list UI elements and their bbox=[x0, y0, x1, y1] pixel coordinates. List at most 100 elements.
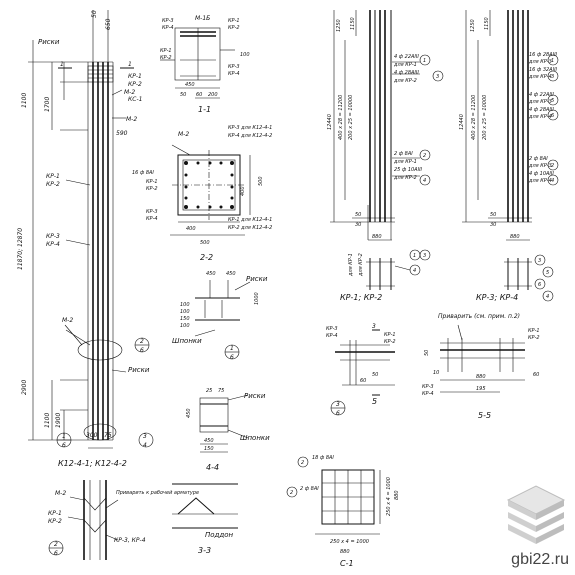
fk12-rebar-4f28: 4 ф 28АIII bbox=[394, 70, 419, 76]
s1-marker-2b: 2 bbox=[290, 490, 293, 496]
section-3-3: Поддон 3-3 bbox=[172, 483, 238, 555]
fk34-dim-50: 50 bbox=[490, 212, 496, 218]
frame-s1: 2 2 18 ф 8АI 2 ф 8АI 250 х 4 = 1000 880 … bbox=[286, 455, 400, 568]
fk12-mid-for-kr2: для КР-2 bbox=[393, 175, 417, 181]
marker-1-6-bottom: 6 bbox=[62, 442, 66, 449]
fk34-for-kr4: для КР-4 bbox=[528, 74, 552, 80]
s44-dim-75: 75 bbox=[218, 388, 224, 394]
s55-label-kr2: КР-2 bbox=[384, 339, 396, 345]
dlb-marker-2: 2 bbox=[54, 541, 58, 548]
fk34-marker-5b: 5 bbox=[546, 270, 549, 276]
fk12-for-kr1: для КР-1 bbox=[393, 62, 417, 68]
fk34-mid-for-kr4: для КР-4 bbox=[528, 114, 552, 120]
s44-dim-450-b: 450 bbox=[204, 438, 214, 444]
s1-label-2f8: 2 ф 8АI bbox=[300, 486, 319, 492]
fk34-marker-5: 5 bbox=[551, 98, 554, 104]
s1-title: С-1 bbox=[340, 559, 354, 568]
s44-dim-150: 150 bbox=[204, 446, 214, 452]
fk12-rebar-4f22: 4 ф 22АIII bbox=[394, 54, 419, 60]
fk34-rebar-2f8: 2 ф 8АI bbox=[529, 156, 548, 162]
fk34-dim-400x28: 400 х 28 = 11200 bbox=[471, 95, 477, 140]
marker-2-6-top: 2 bbox=[140, 338, 144, 345]
fk34-marker-1: 1 bbox=[551, 58, 554, 64]
fk12-mid-for-kr1: для КР-1 bbox=[393, 159, 417, 165]
s11-title: 1-1 bbox=[198, 105, 211, 114]
dlb-marker-6: 6 bbox=[54, 550, 58, 557]
s55-label-kr3-b: КР-3 bbox=[422, 384, 434, 390]
s11-label-kr2-b: КР-2 bbox=[160, 55, 172, 61]
label-kr3: КР-3 bbox=[46, 233, 60, 240]
dim-left-1100: 1100 bbox=[21, 93, 28, 108]
label-kr1: КР-1 bbox=[46, 173, 60, 180]
fk12-marker-3: 3 bbox=[436, 74, 439, 80]
label-m2-mid: М-2 bbox=[126, 116, 137, 123]
fk34-dim-1150: 1150 bbox=[484, 17, 490, 30]
dlb-kr34: КР-3, КР-4 bbox=[114, 537, 146, 544]
s1-marker-2a: 2 bbox=[301, 460, 304, 466]
column-riski-low: Риски bbox=[128, 366, 150, 374]
s55-label-kr4: КР-4 bbox=[326, 333, 338, 339]
s44-title: 4-4 bbox=[206, 463, 219, 472]
s33-title: 3-3 bbox=[198, 546, 211, 555]
section-1-marker-right: 1 bbox=[128, 61, 132, 68]
marker-3-4-top: 3 bbox=[143, 433, 147, 440]
dlb-label-kr1: КР-1 bbox=[48, 510, 62, 517]
brand-site-text[interactable]: gbi22.ru bbox=[511, 551, 569, 568]
s55-marker-6: 6 bbox=[336, 410, 340, 417]
s55-label-kr1: КР-1 bbox=[384, 332, 396, 338]
s11-label-m1b: М-1Б bbox=[195, 15, 210, 22]
fk34-rebar-4f10: 4 ф 10АIII bbox=[529, 171, 554, 177]
s22-label-m2: М-2 bbox=[178, 131, 189, 138]
s22-label-kr2-for: КР-2 для К12-4-2 bbox=[228, 225, 272, 231]
fk34-marker-4: 4 bbox=[551, 178, 554, 184]
s11-label-kr2: КР-2 bbox=[228, 25, 240, 31]
s55-label-kr2-b: КР-2 bbox=[528, 335, 540, 341]
s55-dim-195: 195 bbox=[476, 386, 486, 392]
detail-riski: 1 6 Риски Шпонки 450 450 100 100 150 100… bbox=[172, 271, 268, 361]
fk34-marker-3: 3 bbox=[551, 74, 554, 80]
s11-label-kr3-b: КР-3 bbox=[228, 64, 240, 70]
s1-label-18f8: 18 ф 8АI bbox=[312, 455, 334, 461]
fk12-lower-kr2: для КР-2 bbox=[358, 253, 364, 277]
s1-dim-880: 880 bbox=[340, 549, 350, 555]
fk12-title: КР-1; КР-2 bbox=[340, 293, 382, 302]
s44-shponki: Шпонки bbox=[240, 434, 270, 442]
fk34-title: КР-3; КР-4 bbox=[476, 293, 518, 302]
marker-1-6-top: 1 bbox=[62, 433, 66, 440]
fk34-low-for-kr3: для КР-3 bbox=[528, 163, 552, 169]
fk12-marker-3b: 3 bbox=[423, 253, 426, 259]
fk34-dim-30: 30 bbox=[490, 222, 496, 228]
s33-poddon: Поддон bbox=[205, 531, 234, 539]
section-4-4: Риски Шпонки 25 75 450 450 150 4-4 bbox=[186, 388, 270, 472]
dim-bottom-75: 75 bbox=[104, 432, 112, 439]
s22-dim-400-v: 400 bbox=[240, 186, 246, 196]
fk34-dim-880: 880 bbox=[510, 234, 520, 240]
s22-rebar-16f8: 16 ф 8AI bbox=[132, 170, 154, 176]
riski-dim-150: 150 bbox=[180, 316, 190, 322]
fk34-marker-6: 6 bbox=[551, 113, 554, 119]
fk12-dim-50: 50 bbox=[355, 212, 361, 218]
s55-title: 5-5 bbox=[478, 411, 491, 420]
dim-bottom-300: 300 bbox=[86, 432, 98, 439]
riski-dim-100-c: 100 bbox=[180, 323, 190, 329]
s11-dim-200: 200 bbox=[208, 92, 218, 98]
dim-left-total: 11870; 12870 bbox=[17, 228, 24, 270]
fk12-marker-4b: 4 bbox=[413, 268, 416, 274]
riski-dim-100-a: 100 bbox=[180, 302, 190, 308]
fk34-rebar-16f28: 16 ф 28АIII bbox=[529, 52, 558, 58]
fk12-marker-1b: 1 bbox=[413, 253, 416, 259]
slab-stack-icon bbox=[506, 485, 566, 544]
s55-label-kr4-b: КР-4 bbox=[422, 391, 434, 397]
fk12-dim-30: 30 bbox=[355, 222, 361, 228]
riski-shponki: Шпонки bbox=[172, 337, 202, 345]
fk34-rebar-4f28: 4 ф 28АIII bbox=[529, 107, 554, 113]
fk34-dim-12440: 12440 bbox=[459, 114, 465, 130]
s55-label-kr3: КР-3 bbox=[326, 326, 338, 332]
label-kr1-top: КР-1 bbox=[128, 73, 142, 80]
s1-dim-250x4-v: 250 х 4 = 1000 bbox=[386, 477, 392, 516]
marker-2-6-bottom: 6 bbox=[140, 347, 144, 354]
s22-label-kr1: КР-1 bbox=[146, 179, 158, 185]
s55-dim-50: 50 bbox=[372, 372, 378, 378]
dlb-label-m2: М-2 bbox=[55, 490, 66, 497]
